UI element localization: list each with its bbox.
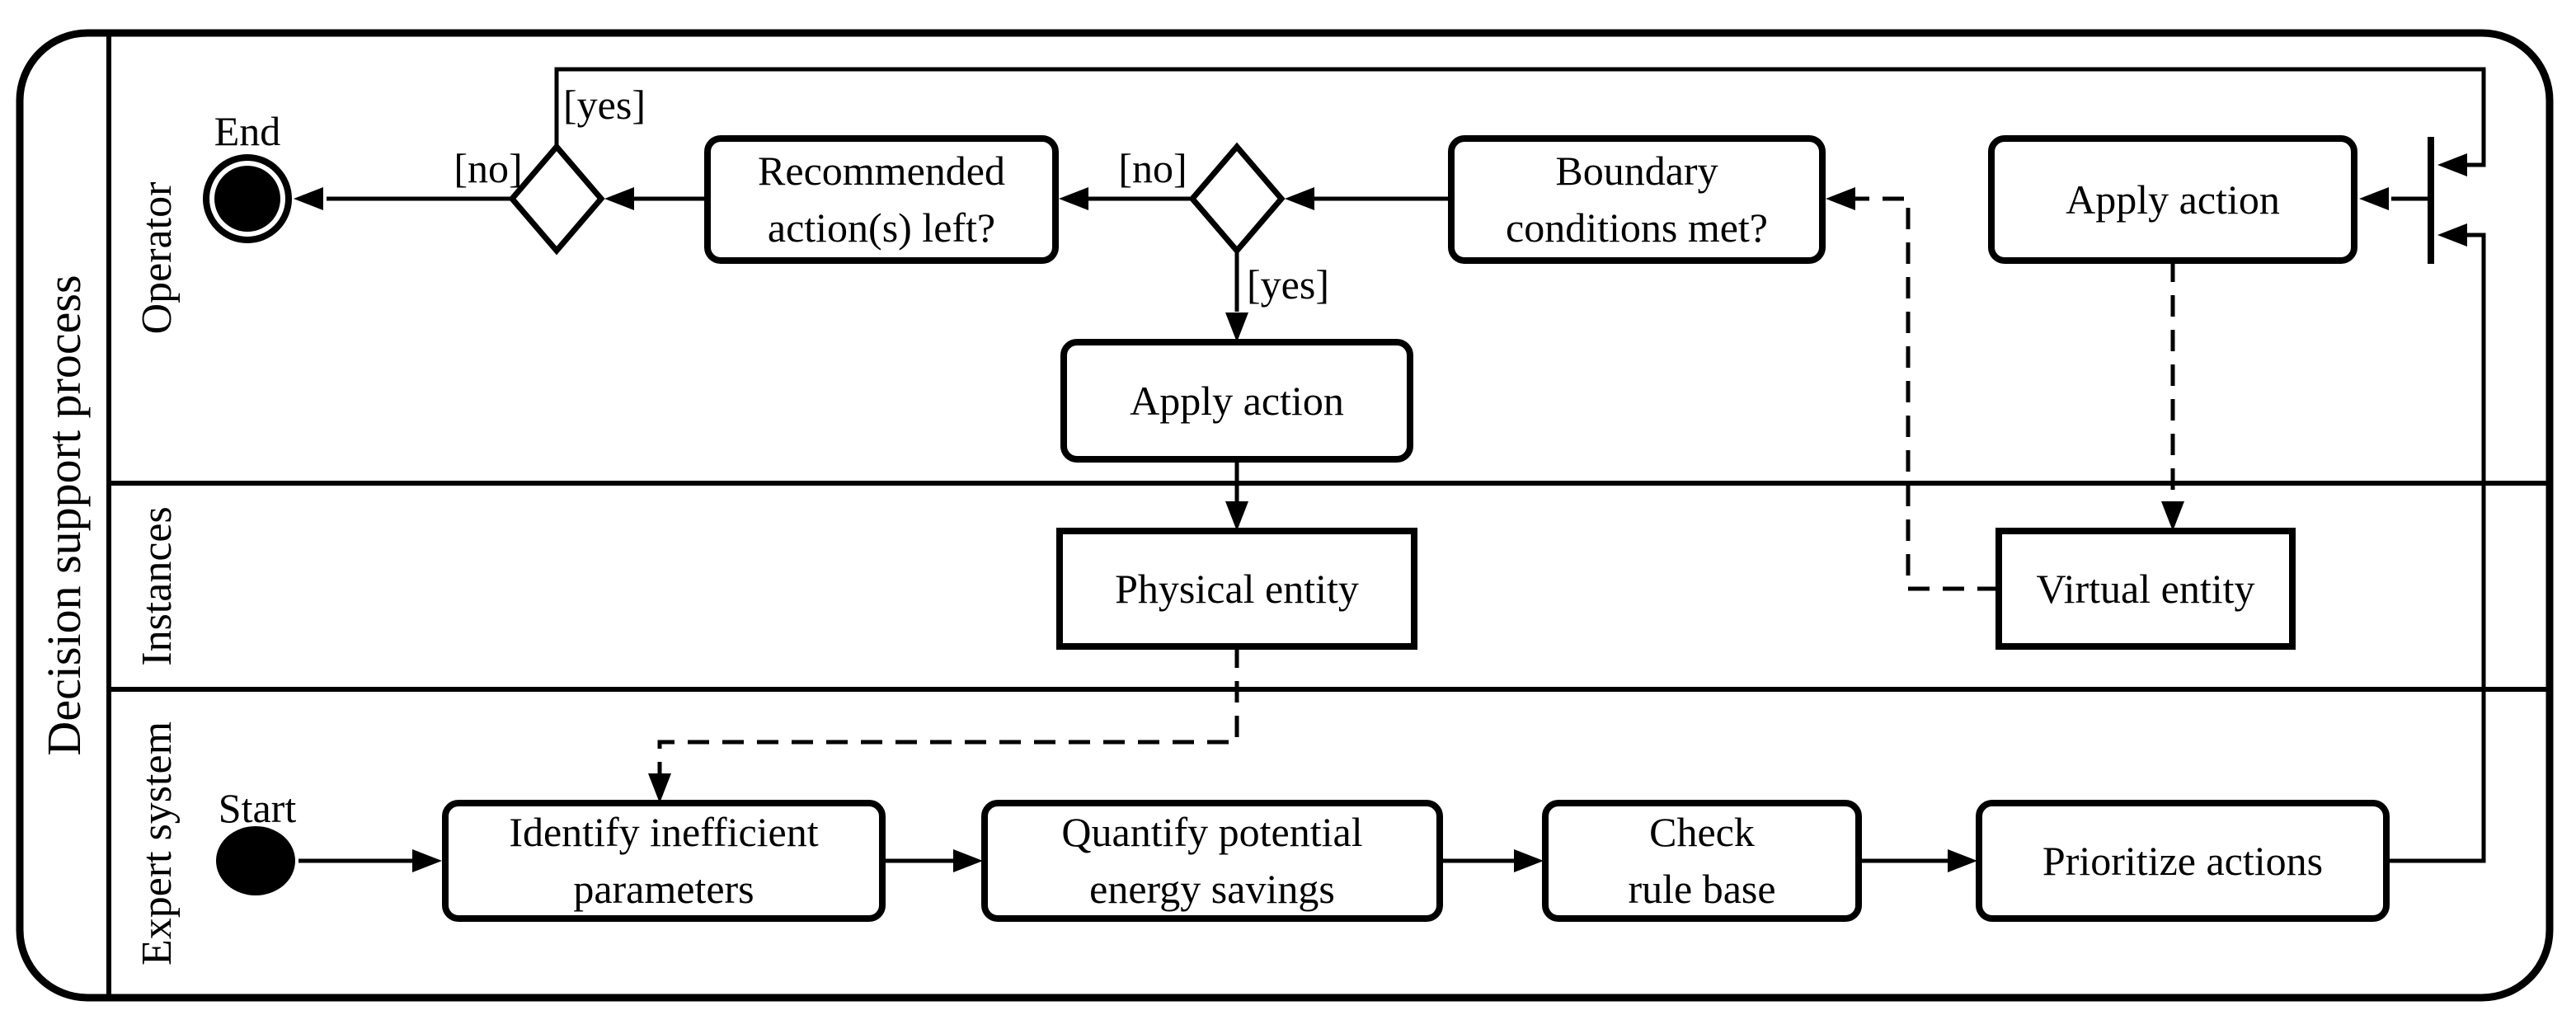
arrowhead-into-quantify bbox=[953, 849, 983, 872]
virtual-entity-box bbox=[1995, 528, 2296, 650]
check-rule-base-box bbox=[1542, 800, 1862, 922]
node-shapes bbox=[442, 135, 2390, 922]
decision1-diamond bbox=[508, 142, 605, 256]
apply-action-mid-label: Apply action bbox=[1130, 377, 1344, 424]
arrowheads bbox=[294, 153, 2467, 872]
guard-label-yes-top: [yes] bbox=[563, 82, 646, 128]
guard-label-no-to-end: [no] bbox=[454, 145, 523, 191]
arrowhead-into-decision2 bbox=[1285, 187, 1314, 210]
arrowhead-into-identify bbox=[412, 849, 442, 872]
identify-parameters-label: Identify inefficient parameters bbox=[509, 809, 819, 912]
virtual-entity-label: Virtual entity bbox=[2036, 565, 2255, 612]
prioritize-actions-label: Prioritize actions bbox=[2042, 837, 2324, 884]
end-node-label: End bbox=[214, 108, 281, 154]
end-node-outer-ring bbox=[203, 154, 292, 243]
recommended-actions-label: Recommended action(s) left? bbox=[758, 148, 1005, 251]
physical-entity-label: Physical entity bbox=[1115, 565, 1359, 612]
decision2-diamond bbox=[1188, 142, 1286, 256]
apply-action-top-label: Apply action bbox=[2066, 176, 2280, 223]
edge-prioritize-to-join bbox=[2386, 233, 2486, 863]
arrowhead-into-check bbox=[1514, 849, 1544, 872]
apply-action-mid-box bbox=[1060, 339, 1413, 463]
apply-action-top-box bbox=[1988, 135, 2357, 264]
guard-label-yes-mid: [yes] bbox=[1247, 261, 1329, 308]
quantify-savings-box bbox=[981, 800, 1443, 922]
identify-parameters-box bbox=[442, 800, 886, 922]
arrowhead-yes-loop-into-join bbox=[2437, 153, 2467, 176]
arrowhead-into-physical bbox=[1225, 501, 1248, 531]
arrowhead-prioritize-into-join bbox=[2437, 223, 2467, 247]
boundary-conditions-box bbox=[1448, 135, 1826, 264]
guard-label-no-mid: [no] bbox=[1118, 145, 1187, 191]
prioritize-actions-box bbox=[1976, 800, 2390, 922]
recommended-actions-box bbox=[704, 135, 1059, 264]
arrowhead-into-apply-mid bbox=[1225, 312, 1248, 342]
physical-entity-box bbox=[1056, 528, 1417, 650]
arrowhead-dashed-into-boundary bbox=[1826, 187, 1855, 210]
arrowhead-into-decision1 bbox=[604, 187, 634, 210]
lane-label-operator: Operator bbox=[134, 181, 181, 335]
lane-label-instances: Instances bbox=[134, 506, 181, 666]
dashed-edges bbox=[657, 196, 2175, 773]
arrowhead-dashed-into-identify bbox=[648, 773, 671, 803]
edge-physical-to-identify-dashed bbox=[657, 646, 1239, 773]
check-rule-base-label: Check rule base bbox=[1628, 809, 1776, 912]
start-node-label: Start bbox=[218, 785, 297, 831]
solid-edges bbox=[298, 67, 2486, 863]
arrowhead-into-prioritize bbox=[1948, 849, 1977, 872]
start-node bbox=[216, 826, 295, 895]
boundary-conditions-label: Boundary conditions met? bbox=[1506, 148, 1768, 251]
join-bar bbox=[2428, 137, 2434, 264]
process-frame bbox=[16, 29, 2554, 1002]
quantify-savings-label: Quantify potential energy savings bbox=[1061, 809, 1363, 912]
arrowhead-into-end bbox=[294, 187, 323, 210]
end-node-inner-circle bbox=[214, 166, 280, 232]
arrowhead-into-apply-top bbox=[2359, 187, 2389, 210]
arrowhead-into-recommended bbox=[1059, 187, 1088, 210]
diagram-title: Decision support process bbox=[37, 275, 91, 756]
edge-virtual-to-boundary-dashed bbox=[1855, 196, 1999, 591]
edge-decision1-yes-loop bbox=[554, 67, 2486, 167]
lane-label-expert-system: Expert system bbox=[134, 721, 181, 966]
arrowhead-dashed-into-virtual bbox=[2161, 501, 2184, 531]
